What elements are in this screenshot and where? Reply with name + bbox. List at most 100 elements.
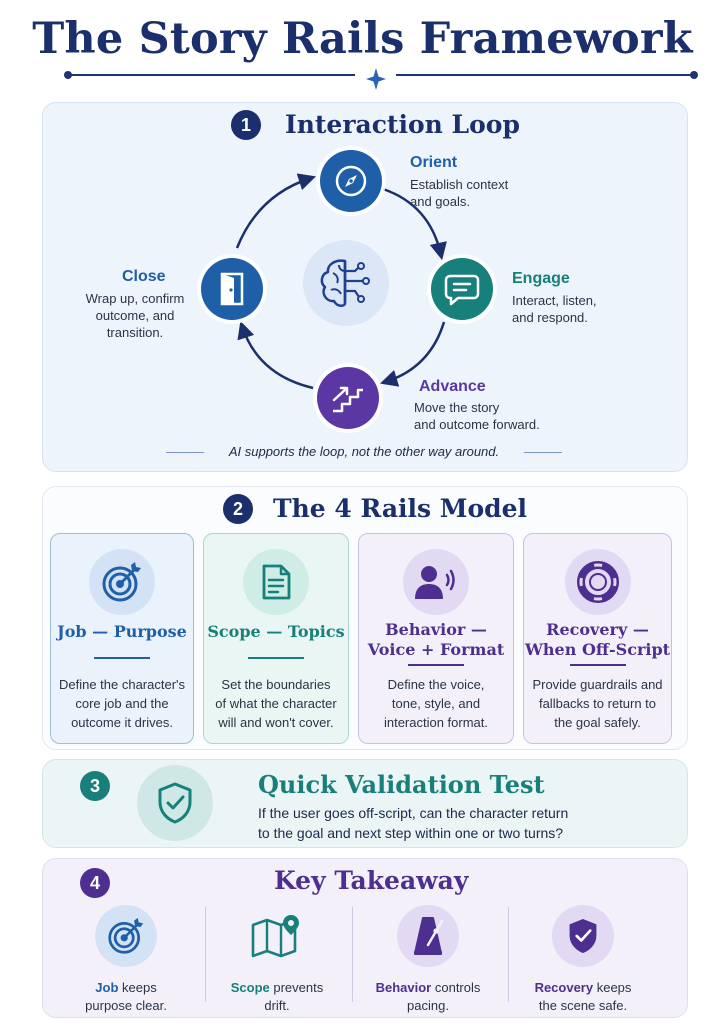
rail-card-behavior: Behavior — Voice + Format Define the voi…: [358, 533, 514, 744]
target-icon: [108, 917, 144, 954]
stage-title-close: Close: [122, 268, 166, 285]
rail-desc-scope: Set the boundaries of what the character…: [210, 675, 342, 732]
stage-desc-line: and goals.: [410, 194, 470, 209]
stage-desc-line: Move the story: [414, 400, 500, 415]
loop-arrows: [235, 173, 447, 390]
takeaway-divider: [205, 907, 206, 1002]
title-rule-left: [70, 74, 355, 76]
speaker-person-icon: [415, 566, 455, 599]
rail-title-behavior: Behavior — Voice + Format: [359, 620, 513, 660]
takeaway-line2: drift.: [264, 998, 290, 1013]
sparkle-icon: [366, 68, 386, 90]
orient-node: [320, 150, 382, 212]
center-brain-node: [303, 240, 389, 326]
stage-desc-orient: Establish context and goals.: [410, 176, 508, 210]
stage-desc-line: Wrap up, confirm: [85, 291, 185, 306]
title-rule-dot-left: [64, 71, 72, 79]
rail-icon-behavior: [403, 549, 469, 615]
section-number-3: 3: [80, 771, 110, 801]
shield-check-icon: [569, 919, 597, 953]
shield-check-icon: [158, 782, 192, 824]
stage-desc-line: Establish context: [410, 177, 509, 192]
arrow-engage-to-advance: [379, 321, 446, 387]
rail-title-line: Voice + Format: [367, 640, 505, 659]
rail-icon-job: [89, 549, 155, 615]
metronome-icon: [414, 917, 444, 955]
section-number-4: 4: [80, 868, 110, 898]
rail-desc-job: Define the character's core job and the …: [57, 675, 187, 732]
validation-shield-node: [137, 765, 213, 841]
stage-desc-close: Wrap up, confirm outcome, and transition…: [72, 290, 198, 341]
stage-desc-engage: Interact, listen, and respond.: [512, 292, 597, 326]
takeaway-job: Job keeps purpose clear.: [51, 905, 201, 1015]
arrow-close-to-orient: [235, 173, 316, 249]
rail-icon-recovery: [564, 549, 631, 615]
section-title-takeaway: Key Takeaway: [274, 866, 469, 895]
brain-circuit-icon: [320, 259, 370, 307]
rail-icon-scope: [243, 549, 309, 615]
stage-desc-line: and respond.: [512, 310, 588, 325]
validation-question: If the user goes off-script, can the cha…: [258, 803, 568, 843]
rail-desc-line: interaction format.: [383, 715, 489, 730]
takeaway-text-behavior: Behavior controls pacing.: [353, 979, 503, 1015]
loop-footnote: AI supports the loop, not the other way …: [228, 444, 500, 459]
rail-desc-line: fallbacks to return to: [538, 696, 657, 711]
takeaway-keyword: Recovery: [534, 980, 594, 995]
stage-desc-line: and outcome forward.: [414, 417, 540, 432]
rail-title-line: Scope — Topics: [207, 622, 345, 641]
section-number-2: 2: [223, 494, 253, 524]
rail-rule-behavior: [408, 664, 464, 666]
takeaway-keyword: Behavior: [375, 980, 432, 995]
takeaway-rest: keeps: [118, 980, 157, 995]
engage-node: [431, 258, 493, 320]
takeaway-rest: controls: [431, 980, 481, 995]
stage-desc-line: transition.: [106, 325, 164, 340]
takeaway-keyword: Job: [95, 980, 119, 995]
section-title-interaction-loop: Interaction Loop: [285, 110, 520, 139]
stage-desc-line: Interact, listen,: [512, 293, 597, 308]
rail-rule-job: [94, 657, 150, 659]
rail-desc-line: Define the character's: [58, 677, 186, 692]
chat-bubble-icon: [444, 274, 480, 306]
rail-desc-line: the goal safely.: [554, 715, 641, 730]
rail-title-job: Job — Purpose: [51, 622, 193, 642]
close-node: [201, 258, 263, 320]
rail-card-recovery: Recovery — When Off-Script Provide guard…: [523, 533, 672, 744]
takeaway-line2: pacing.: [407, 998, 449, 1013]
takeaway-divider: [508, 907, 509, 1002]
validation-question-line: If the user goes off-script, can the cha…: [258, 805, 569, 821]
rail-desc-line: core job and the: [75, 696, 169, 711]
takeaway-divider: [352, 907, 353, 1002]
stage-desc-line: outcome, and: [95, 308, 175, 323]
footnote-rule-right: [524, 452, 562, 453]
document-icon: [262, 564, 291, 600]
rail-rule-recovery: [569, 664, 626, 666]
stage-title-advance: Advance: [419, 378, 486, 395]
compass-icon: [335, 165, 367, 197]
rail-desc-behavior: Define the voice, tone, style, and inter…: [365, 675, 507, 732]
rail-desc-line: of what the character: [215, 696, 337, 711]
stage-title-engage: Engage: [512, 270, 570, 287]
stage-desc-advance: Move the story and outcome forward.: [414, 399, 540, 433]
rail-desc-line: Define the voice,: [387, 677, 485, 692]
takeaway-icon-circle: [397, 905, 459, 967]
takeaway-rest: prevents: [269, 980, 324, 995]
takeaway-scope: Scope prevents drift.: [202, 905, 352, 1015]
rail-rule-scope: [248, 657, 304, 659]
door-icon: [220, 272, 244, 306]
rail-card-job: Job — Purpose Define the character's cor…: [50, 533, 194, 744]
rail-desc-line: outcome it drives.: [71, 715, 173, 730]
takeaway-line2: the scene safe.: [538, 998, 628, 1013]
rail-title-scope: Scope — Topics: [204, 622, 348, 642]
page-title: The Story Rails Framework: [32, 14, 693, 64]
takeaway-rest: keeps: [593, 980, 632, 995]
takeaway-icon-circle: [246, 905, 308, 967]
stage-title-orient: Orient: [410, 154, 458, 171]
takeaway-icon-circle: [95, 905, 157, 967]
takeaway-keyword: Scope: [230, 980, 270, 995]
takeaway-text-recovery: Recovery keeps the scene safe.: [508, 979, 658, 1015]
rail-desc-line: Set the boundaries: [221, 677, 331, 692]
arrow-advance-to-close: [237, 321, 314, 390]
target-icon: [102, 562, 141, 602]
validation-question-line: to the goal and next step within one or …: [258, 825, 564, 841]
